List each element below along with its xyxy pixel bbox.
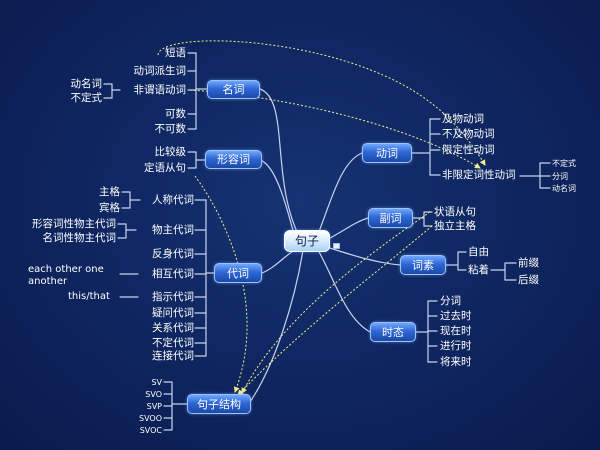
bound-prefix: 前缀 [518,257,539,269]
morpheme-item-bound: 粘着 [468,264,489,276]
cross-link-attributive-structure [194,175,248,393]
link-root-verb [317,152,363,235]
pron-item-personal: 人称代词 [152,194,194,206]
link-root-adj [259,159,296,239]
link-root-structure [249,249,304,403]
adverb-item-absolute: 独立主格 [434,220,476,232]
pron-item-interrogative: 疑问代词 [152,307,194,319]
topic-pronoun[interactable]: 代词 [214,263,262,283]
noun-item-derived: 动词派生词 [133,65,187,77]
adj-item-attributive-clause: 定语从句 [144,162,186,174]
topic-tense[interactable]: 时态 [370,322,416,342]
tense-item-present: 现在时 [440,325,472,337]
link-root-adverb [329,217,369,239]
reciprocal-each-other: each other one [28,264,104,275]
noun-item-nonfinite: 非谓语动词 [133,84,187,96]
pron-item-demonstrative: 指示代词 [152,291,194,303]
topic-sentence-structure[interactable]: 句子结构 [187,394,251,414]
cross-link-phrase-verb [157,40,486,166]
verb-item-intransitive: 不及物动词 [442,128,495,140]
link-root-morpheme [329,247,401,266]
topic-morpheme[interactable]: 词素 [400,255,446,275]
verb-nonfinite-gerund: 动名词 [552,184,576,193]
verb-item-finite: 限定性动词 [442,144,495,156]
tense-item-progressive: 进行时 [440,340,472,352]
verb-item-nonfinite: 非限定词性动词 [442,169,516,181]
topic-adverb[interactable]: 副词 [368,208,413,228]
noun-item-countable: 可数 [165,108,186,120]
structure-svoc: SVOC [139,426,162,435]
reciprocal-another: another [28,276,68,287]
pron-item-possessive: 物主代词 [152,224,194,236]
pron-item-indefinite: 不定代词 [152,337,194,349]
adj-item-comparative: 比较级 [154,146,187,158]
tense-item-future: 将来时 [440,356,472,368]
cross-link-adverbial-structure [237,225,433,396]
structure-svo: SVO [145,390,162,399]
noun-item-uncountable: 不可数 [154,123,187,135]
structure-sv: SV [151,378,162,387]
tense-item-past: 过去时 [440,310,472,322]
personal-nominative: 主格 [99,186,120,198]
verb-nonfinite-participle: 分词 [552,172,568,181]
root-node[interactable]: 句子 [284,230,330,252]
topic-verb[interactable]: 动词 [362,143,412,163]
noun-item-phrase: 短语 [165,47,186,59]
bound-suffix: 后缀 [518,274,539,286]
verb-item-transitive: 及物动词 [442,113,484,125]
link-root-tense [317,249,371,333]
personal-objective: 宾格 [99,202,120,214]
pron-item-reciprocal: 相互代词 [152,268,194,280]
topic-adjective[interactable]: 形容词 [205,150,262,169]
demonstrative-this-that: this/that [68,291,110,302]
structure-svp: SVP [146,402,162,411]
pron-item-relative: 关系代词 [152,322,194,334]
morpheme-item-free: 自由 [468,246,489,258]
note-icon [333,243,340,249]
nonfinite-infinitive: 不定式 [70,92,103,104]
link-root-noun [259,88,301,239]
possessive-nominal: 名词性物主代词 [42,232,117,244]
pron-item-reflexive: 反身代词 [152,248,194,260]
possessive-adjectival: 形容词性物主代词 [32,218,116,230]
tense-item-participle: 分词 [440,295,461,307]
adverb-item-clause: 状语从句 [434,206,476,218]
topic-noun[interactable]: 名词 [207,80,260,99]
pron-item-conjunctive: 连接代词 [152,350,194,362]
verb-nonfinite-infinitive: 不定式 [552,159,576,168]
cross-link-absolute-structure [241,211,431,394]
structure-svoo: SVOO [138,414,162,423]
nonfinite-gerund: 动名词 [70,78,103,90]
